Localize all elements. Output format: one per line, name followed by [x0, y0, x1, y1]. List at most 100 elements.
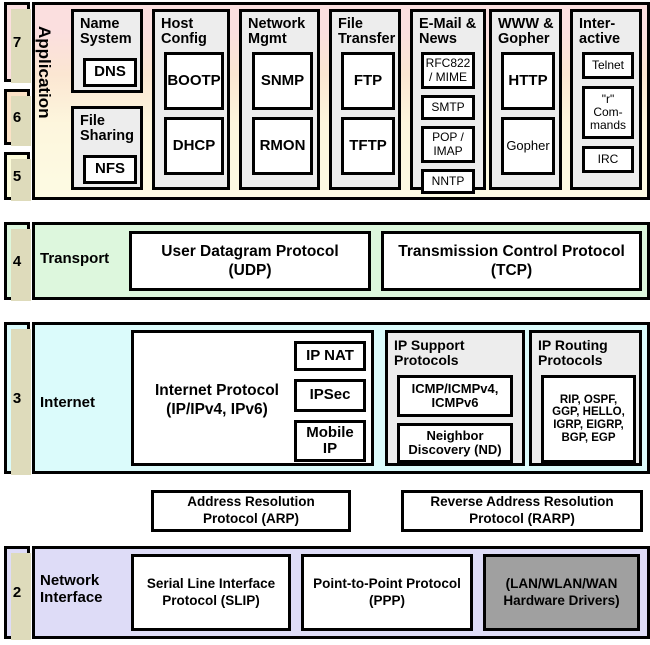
- protocol-udp-line1: User Datagram Protocol: [161, 242, 339, 260]
- category-title-line1: Network: [248, 16, 306, 32]
- layer-number-2-label: 2: [12, 584, 22, 601]
- hardware-drivers-box: (LAN/WLAN/WAN Hardware Drivers): [483, 554, 640, 631]
- protocol-telnet: Telnet: [582, 52, 634, 79]
- category-title-line1: WWW &: [498, 16, 554, 32]
- protocol-smtp: SMTP: [421, 95, 475, 120]
- protocol-slip-line2: Protocol (SLIP): [162, 592, 260, 608]
- protocol-bootp-label: BOOTP: [167, 71, 221, 89]
- category-www-gopher-title: WWW & Gopher: [492, 12, 559, 47]
- protocol-label-line1: RFC822: [425, 56, 471, 71]
- protocol-label-line1: POP /: [432, 130, 464, 145]
- protocol-r-commands: "r" Com- mands: [582, 86, 634, 139]
- protocol-label-line3: mands: [589, 118, 627, 133]
- category-title-line2: Config: [161, 31, 207, 48]
- protocol-dns: DNS: [83, 58, 137, 87]
- protocol-tcp-line1: Transmission Control Protocol: [398, 242, 625, 260]
- layer-number-7-label: 7: [12, 33, 22, 51]
- category-host-config-title: Host Config: [155, 12, 227, 47]
- category-www-gopher: WWW & Gopher HTTP Gopher: [489, 9, 562, 190]
- protocol-ppp-line2: (PPP): [368, 592, 405, 608]
- protocol-pop-imap: POP / IMAP: [421, 126, 475, 163]
- protocol-slip: Serial Line Interface Protocol (SLIP): [131, 554, 291, 631]
- layer-number-5: 5: [4, 152, 31, 201]
- protocol-arp: Address Resolution Protocol (ARP): [151, 490, 351, 532]
- group-ip-support-title: IP Support Protocols: [388, 333, 522, 367]
- layer-number-6: 6: [4, 89, 31, 146]
- category-file-sharing-title: File Sharing: [74, 109, 140, 144]
- category-title-line1: File: [338, 16, 363, 32]
- protocol-udp: User Datagram Protocol (UDP): [129, 231, 371, 291]
- protocol-ppp-line1: Point-to-Point Protocol: [313, 575, 461, 591]
- protocol-nfs-label: NFS: [95, 160, 125, 178]
- protocol-ip-nat-label: IP NAT: [306, 346, 354, 364]
- protocol-bootp: BOOTP: [164, 52, 224, 110]
- group-ip-routing-protocols: IP Routing Protocols RIP, OSPF, GGP, HEL…: [529, 330, 642, 466]
- protocol-label-line4: BGP, EGP: [561, 431, 616, 444]
- protocol-gopher-label: Gopher: [506, 137, 550, 153]
- group-title-line1: IP Support: [394, 337, 465, 353]
- protocol-label-line2: IP: [322, 440, 338, 457]
- ip-label-line1: Internet Protocol: [154, 382, 279, 399]
- protocol-label-line2: IMAP: [433, 143, 463, 158]
- netif-label-line1: Network: [40, 572, 100, 589]
- category-email-news-title: E-Mail & News: [413, 12, 483, 47]
- network-interface-layer-label: Network Interface: [40, 572, 103, 607]
- category-email-news: E-Mail & News RFC822 / MIME SMTP POP / I…: [410, 9, 486, 194]
- protocol-snmp-label: SNMP: [260, 71, 305, 89]
- protocol-udp-line2: (UDP): [228, 262, 272, 279]
- protocol-icmp: ICMP/ICMPv4, ICMPv6: [397, 375, 513, 417]
- category-file-transfer-title: File Transfer: [332, 12, 398, 47]
- category-file-sharing: File Sharing NFS: [71, 106, 143, 190]
- layer-number-6-label: 6: [12, 108, 22, 126]
- protocol-gopher: Gopher: [501, 117, 555, 175]
- protocol-label-line1: "r": [601, 91, 615, 106]
- protocol-tftp-label: TFTP: [349, 136, 387, 154]
- protocol-tftp: TFTP: [341, 117, 395, 175]
- protocol-label-line1: RIP, OSPF,: [559, 393, 618, 406]
- category-title-line2: News: [419, 31, 457, 48]
- protocol-label-line2: / MIME: [429, 69, 467, 84]
- ip-label-line2: (IP/IPv4, IPv6): [166, 401, 268, 419]
- protocol-nntp-label: NNTP: [431, 173, 465, 188]
- group-title-line1: IP Routing: [538, 337, 608, 353]
- protocol-neighbor-discovery: Neighbor Discovery (ND): [397, 423, 513, 463]
- protocol-dhcp-label: DHCP: [172, 136, 216, 154]
- application-layer-label: Application: [35, 26, 54, 119]
- category-name-system-title: Name System: [74, 12, 140, 47]
- netif-label-line2: Interface: [40, 589, 103, 607]
- category-title-line1: Inter-: [579, 16, 616, 32]
- layer-number-7: 7: [4, 2, 31, 83]
- category-title-line2: Sharing: [80, 128, 134, 145]
- protocol-telnet-label: Telnet: [591, 57, 625, 72]
- internet-protocol-box: Internet Protocol (IP/IPv4, IPv6) IP NAT…: [131, 330, 374, 466]
- category-title-line1: E-Mail &: [419, 16, 477, 32]
- category-title-line1: File: [80, 113, 105, 129]
- category-file-transfer: File Transfer FTP TFTP: [329, 9, 401, 190]
- hardware-drivers-line2: Hardware Drivers): [503, 592, 620, 608]
- protocol-label-line1: Mobile: [306, 423, 354, 441]
- category-title-line1: Host: [161, 16, 194, 32]
- category-host-config: Host Config BOOTP DHCP: [152, 9, 230, 190]
- protocol-arp-line2: Protocol (ARP): [203, 511, 299, 526]
- category-title-line2: System: [80, 31, 132, 48]
- protocol-irc-label: IRC: [597, 151, 619, 166]
- category-name-system: Name System DNS: [71, 9, 143, 93]
- protocol-ipsec: IPSec: [294, 379, 366, 412]
- hardware-drivers-line1: (LAN/WLAN/WAN: [505, 575, 618, 591]
- protocol-label-line1: ICMP/ICMPv4,: [411, 380, 499, 396]
- layer-number-4: 4: [4, 222, 31, 301]
- protocol-label-line3: IGRP, EIGRP,: [553, 419, 624, 431]
- protocol-ppp: Point-to-Point Protocol (PPP): [301, 554, 473, 631]
- category-network-mgmt-title: Network Mgmt: [242, 12, 317, 47]
- protocol-rfc822-mime: RFC822 / MIME: [421, 52, 475, 89]
- protocol-slip-line1: Serial Line Interface: [146, 575, 276, 591]
- protocol-label-line2: Com-: [593, 104, 623, 119]
- protocol-rmon-label: RMON: [259, 136, 306, 154]
- group-title-line2: Protocols: [394, 351, 459, 368]
- layer-number-2: 2: [4, 546, 31, 640]
- internet-protocol-label: Internet Protocol (IP/IPv4, IPv6): [142, 381, 292, 420]
- category-network-mgmt: Network Mgmt SNMP RMON: [239, 9, 320, 190]
- category-title-line1: Name: [80, 16, 120, 32]
- layer-number-5-label: 5: [12, 167, 22, 185]
- protocol-irc: IRC: [582, 146, 634, 173]
